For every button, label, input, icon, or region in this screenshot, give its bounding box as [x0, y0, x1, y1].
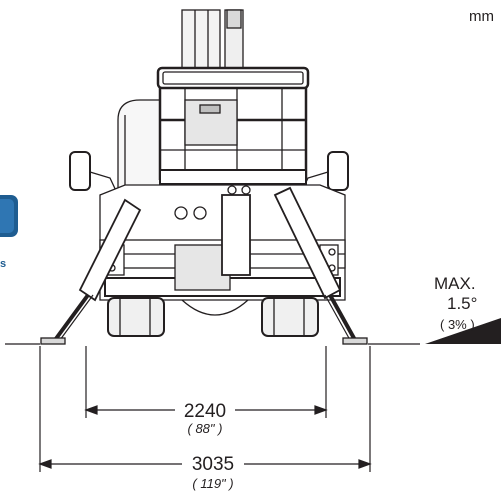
side-tab[interactable] — [0, 195, 18, 237]
track-width-imperial: ( 88" ) — [187, 421, 223, 436]
units-label: mm — [469, 8, 494, 25]
left-track — [107, 297, 165, 337]
left-mirror — [69, 151, 120, 196]
slope-angle: 1.5° — [447, 294, 478, 313]
right-track — [261, 297, 319, 337]
platform-basket — [156, 66, 310, 185]
dimension-lines — [38, 346, 372, 472]
left-outrigger — [40, 198, 142, 345]
slope-wedge — [425, 318, 501, 344]
mast — [181, 9, 244, 71]
outrigger-span-imperial: ( 119" ) — [192, 476, 234, 491]
center-drum — [181, 299, 249, 316]
right-mirror — [298, 151, 349, 196]
track-width-value: 2240 — [181, 401, 229, 423]
slope-max-label: MAX. — [434, 274, 476, 293]
right-outrigger — [273, 186, 368, 345]
slope-percent: ( 3% ) — [440, 317, 475, 332]
outrigger-span-value: 3035 — [189, 454, 237, 476]
side-tab-label: s — [0, 258, 7, 270]
